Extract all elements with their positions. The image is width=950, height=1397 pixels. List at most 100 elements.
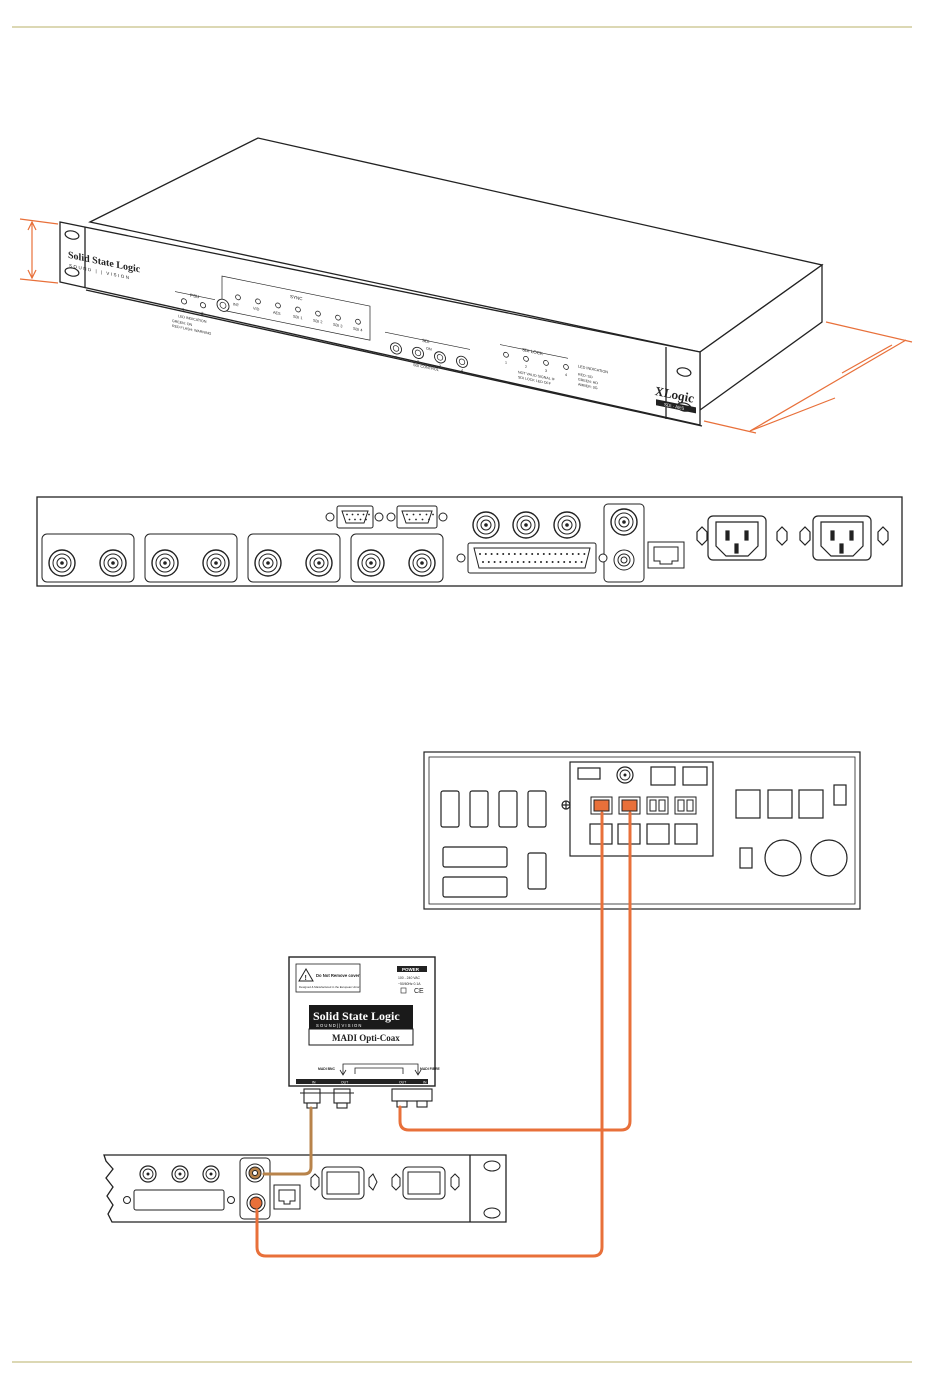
bottom-bnc-3	[202, 1165, 220, 1183]
sync-led-5	[315, 310, 321, 317]
sync-knob[interactable]	[216, 298, 230, 312]
led-indication-title: LED INDICATION	[578, 364, 608, 374]
opti-brand: Solid State Logic	[313, 1009, 400, 1023]
height-dimension	[19, 218, 59, 284]
sdi-lock-label: SDI LOCK	[522, 347, 543, 356]
rack-ear-holes	[64, 230, 692, 412]
warning-text: Do Not Remove cover	[316, 973, 360, 978]
dsub9-connectors	[325, 505, 448, 529]
sdi-lock-num-2: 2	[525, 365, 527, 369]
rj45-port	[647, 541, 685, 569]
sdi-lock-note-2: SDI LOCK LED OFF	[518, 375, 552, 386]
sdi-num-3: 3	[439, 364, 441, 368]
madi-fibre-label: MADI FIBRE	[420, 1067, 441, 1071]
power-title: POWER	[402, 967, 420, 972]
sync-led-3	[275, 302, 281, 309]
opti-product-name: MADI Opti-Coax	[332, 1033, 400, 1043]
rear-bnc-3	[151, 549, 179, 577]
rear-bnc-12	[610, 508, 638, 536]
opti-brand-sub: S O U N D | | V I S I O N	[316, 1023, 361, 1028]
bnc-group-2	[144, 533, 238, 583]
psu-note-2: GREEN: ON	[172, 319, 193, 327]
sdi-knob-2[interactable]	[412, 346, 424, 359]
sdi-control-label: SDI CONTROL	[413, 363, 439, 372]
model-sub: SDI · AES	[664, 402, 684, 411]
sync-led-label-2: VID	[253, 306, 260, 311]
rear-panel	[36, 496, 903, 587]
coax-cable	[262, 1106, 313, 1176]
cables	[255, 811, 632, 1258]
sdi-knob-3[interactable]	[434, 351, 446, 364]
depth-dimension	[703, 321, 913, 434]
bottom-bnc-1	[139, 1165, 157, 1183]
rear-bnc-11	[553, 511, 581, 539]
sdi-knob-1[interactable]	[390, 342, 402, 355]
sync-led-2	[255, 298, 261, 305]
sync-led-6	[335, 314, 341, 321]
madi-host-rear-panel	[423, 751, 861, 910]
psu-note-1: LED INDICATION	[178, 314, 207, 324]
rear-bnc-6	[305, 549, 333, 577]
sync-led-7	[355, 318, 361, 325]
psu-led-1	[180, 298, 187, 305]
sync-led-label-5: SDI 2	[313, 319, 322, 325]
sync-led-label-7: SDI 4	[353, 327, 363, 333]
fibre-cable-to-opti-coax	[398, 811, 632, 1132]
rear-bnc-7	[357, 549, 385, 577]
xlogic-rear-partial	[103, 1154, 507, 1223]
sdi-lock-led-3	[543, 360, 549, 366]
sdi-lock-num-3: 3	[545, 369, 547, 373]
sync-led-label-4: SDI 1	[293, 315, 302, 321]
sync-label: SYNC	[290, 294, 303, 302]
sdi-num-2: 2	[417, 360, 419, 364]
bnc-group-3	[247, 533, 341, 583]
sdi-lock-led-1	[503, 351, 509, 358]
sync-led-label-3: AES	[273, 310, 281, 316]
ce-mark: CE	[414, 988, 424, 995]
madi-bnc-group	[603, 503, 645, 583]
led-indication-row-2: GREEN: HD	[578, 377, 598, 385]
sdi-lock-note-1: NOT VALID SIGNAL IF	[518, 370, 556, 382]
led-indication-row-3: AMBER: 3G	[578, 382, 598, 390]
psu-num-1: 1	[182, 307, 185, 313]
rear-bnc-5	[254, 549, 282, 577]
sdi-num-4: 4	[461, 369, 464, 374]
rear-bnc-2	[99, 549, 127, 577]
sdi-label: SDI	[422, 338, 429, 344]
madi-fibre-rear	[613, 549, 635, 571]
warning-subtext: Designed & Manufactured in the European …	[299, 985, 360, 989]
bottom-bnc-2	[171, 1165, 189, 1183]
opti-coax-logo-block	[309, 1005, 413, 1029]
psu-note-3: RED FLASH: WARNING	[172, 324, 212, 336]
sync-led-1	[235, 294, 241, 301]
host-fibre-ports	[590, 796, 697, 815]
psu-label: PSU	[190, 293, 199, 300]
bottom-madi-bnc	[245, 1163, 265, 1183]
bottom-label-2: OUT	[341, 1081, 348, 1085]
rear-bnc-8	[408, 549, 436, 577]
psu-led-2	[199, 302, 206, 309]
warning-icon	[298, 968, 314, 982]
sdi-lock-led-4	[563, 364, 569, 370]
sdi-lock-num-4: 4	[565, 373, 567, 377]
bnc-group-4	[350, 533, 444, 583]
sync-led-4	[295, 306, 301, 313]
sync-bracket	[221, 275, 371, 341]
madi-bnc-label: MADI BNC	[318, 1067, 336, 1071]
power-line-1: 100 - 240 VAC	[398, 976, 421, 980]
bottom-label-4: IN	[423, 1081, 427, 1085]
sync-led-label-6: SDI 3	[333, 323, 342, 329]
rear-bnc-4	[202, 549, 230, 577]
bnc-group-1	[41, 533, 135, 583]
sdi-lock-num-1: 1	[505, 361, 507, 365]
rear-bnc-10	[512, 511, 540, 539]
psu-num-2: 2	[201, 311, 204, 317]
rear-bnc-1	[48, 549, 76, 577]
bottom-label-1: IN	[312, 1081, 316, 1085]
fibre-cable-to-unit	[255, 811, 604, 1258]
led-indication-row-1: RED: SD	[578, 372, 593, 379]
host-bnc	[616, 766, 634, 784]
sdi-knob-4[interactable]	[456, 355, 468, 368]
sync-led-label-1: INT	[233, 302, 240, 307]
